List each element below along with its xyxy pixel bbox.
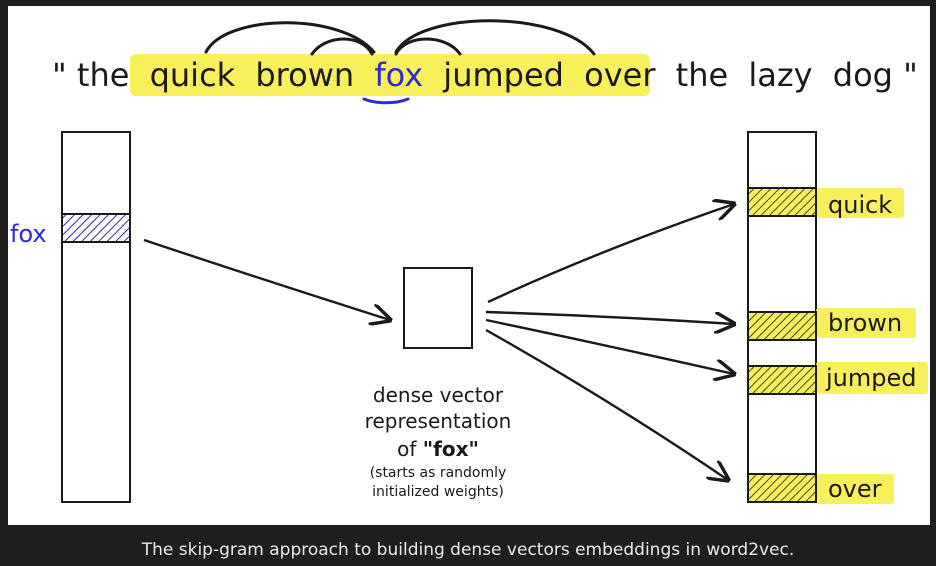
input-fox-label: fox [10, 220, 47, 248]
highlight-quick [816, 188, 904, 218]
output-arrows [485, 204, 734, 480]
input-vector [61, 131, 131, 503]
output-cell-jumped-hatch [748, 366, 816, 394]
highlight-over [816, 474, 894, 504]
word-jumped: jumped [442, 56, 564, 94]
arc-over [394, 19, 596, 56]
output-label-brown: brown [828, 309, 902, 337]
output-label-quick: quick [828, 191, 892, 219]
dense-label-line1: dense vector [373, 383, 504, 407]
arrow-to-over [485, 328, 728, 480]
word-fox: fox [374, 56, 423, 94]
dense-label-line3: of "fox" [397, 437, 479, 461]
arrow-to-brown [485, 310, 734, 324]
output-cell-brown-hatch [748, 312, 816, 340]
dense-note-line1: (starts as randomly [370, 465, 507, 481]
word-the-2: the [676, 56, 729, 94]
open-quote: " [52, 56, 67, 94]
output-cell-over-hatch [748, 474, 816, 502]
dense-label-of: of [397, 437, 423, 461]
word-over: over [584, 56, 656, 94]
skip-gram-diagram: " the quick brown fox jumped over the la… [10, 19, 928, 504]
dense-label-fox: "fox" [423, 437, 479, 461]
fox-underline [362, 97, 410, 105]
arc-brown [310, 37, 374, 56]
context-arcs [204, 19, 596, 56]
figure-caption: The skip-gram approach to building dense… [141, 540, 795, 560]
input-to-hidden-arrow [143, 238, 390, 320]
arrow-to-quick [487, 204, 734, 304]
dense-label-line2: representation [365, 409, 512, 433]
output-cell-quick-hatch [748, 188, 816, 216]
word-the: the [77, 56, 130, 94]
arc-quick [204, 21, 376, 54]
sentence: " the quick brown fox jumped over the la… [52, 56, 918, 94]
highlight-brown [816, 308, 916, 338]
word-dog: dog [833, 56, 893, 94]
close-quote: " [903, 56, 918, 94]
dense-vector [403, 267, 473, 349]
input-fox-cell [61, 213, 131, 243]
word-brown: brown [255, 56, 354, 94]
highlight-jumped [816, 362, 928, 394]
dense-note-line2: initialized weights) [372, 484, 504, 500]
output-label-over: over [828, 475, 882, 503]
sentence-highlight [130, 54, 650, 96]
word-lazy: lazy [748, 56, 812, 94]
word-quick: quick [150, 56, 236, 94]
arrow-to-jumped [485, 318, 734, 374]
output-label-jumped: jumped [825, 364, 917, 392]
